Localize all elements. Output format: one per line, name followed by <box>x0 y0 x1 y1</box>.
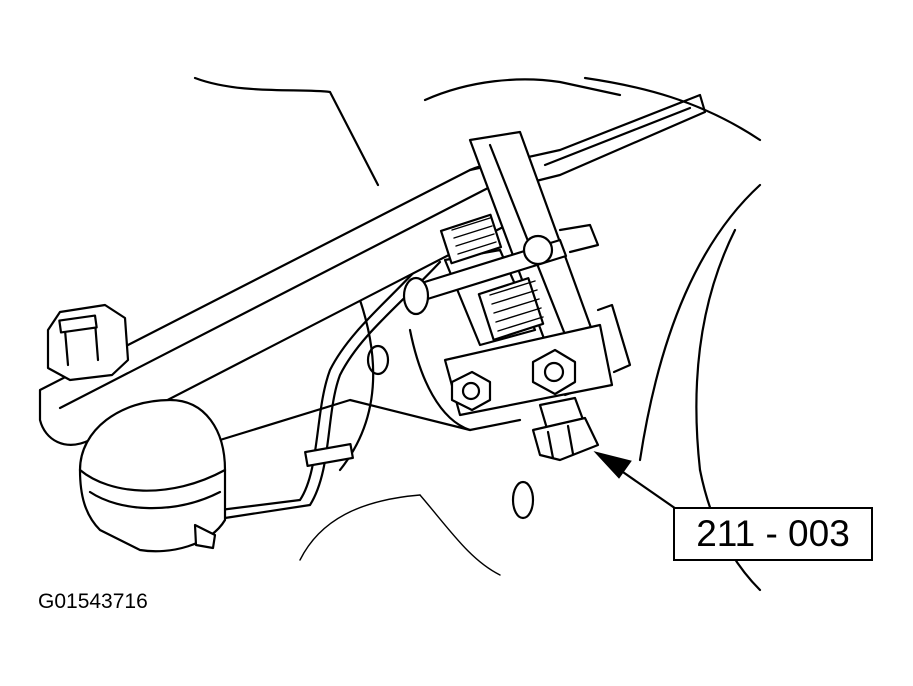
brake-line-clip <box>304 443 354 467</box>
figure-id-label: G01543716 <box>38 590 148 613</box>
tool-number-callout: 211 - 003 <box>673 507 873 561</box>
ball-joint-stud <box>193 523 217 550</box>
clamp-nut-right <box>531 348 577 396</box>
ball-joint <box>46 303 227 553</box>
tool-adapter <box>531 416 600 462</box>
clamp-nut-left <box>450 370 492 412</box>
ball-joint-separator-tool <box>402 130 632 462</box>
forcing-screw <box>439 213 545 341</box>
rod-end <box>402 276 430 316</box>
